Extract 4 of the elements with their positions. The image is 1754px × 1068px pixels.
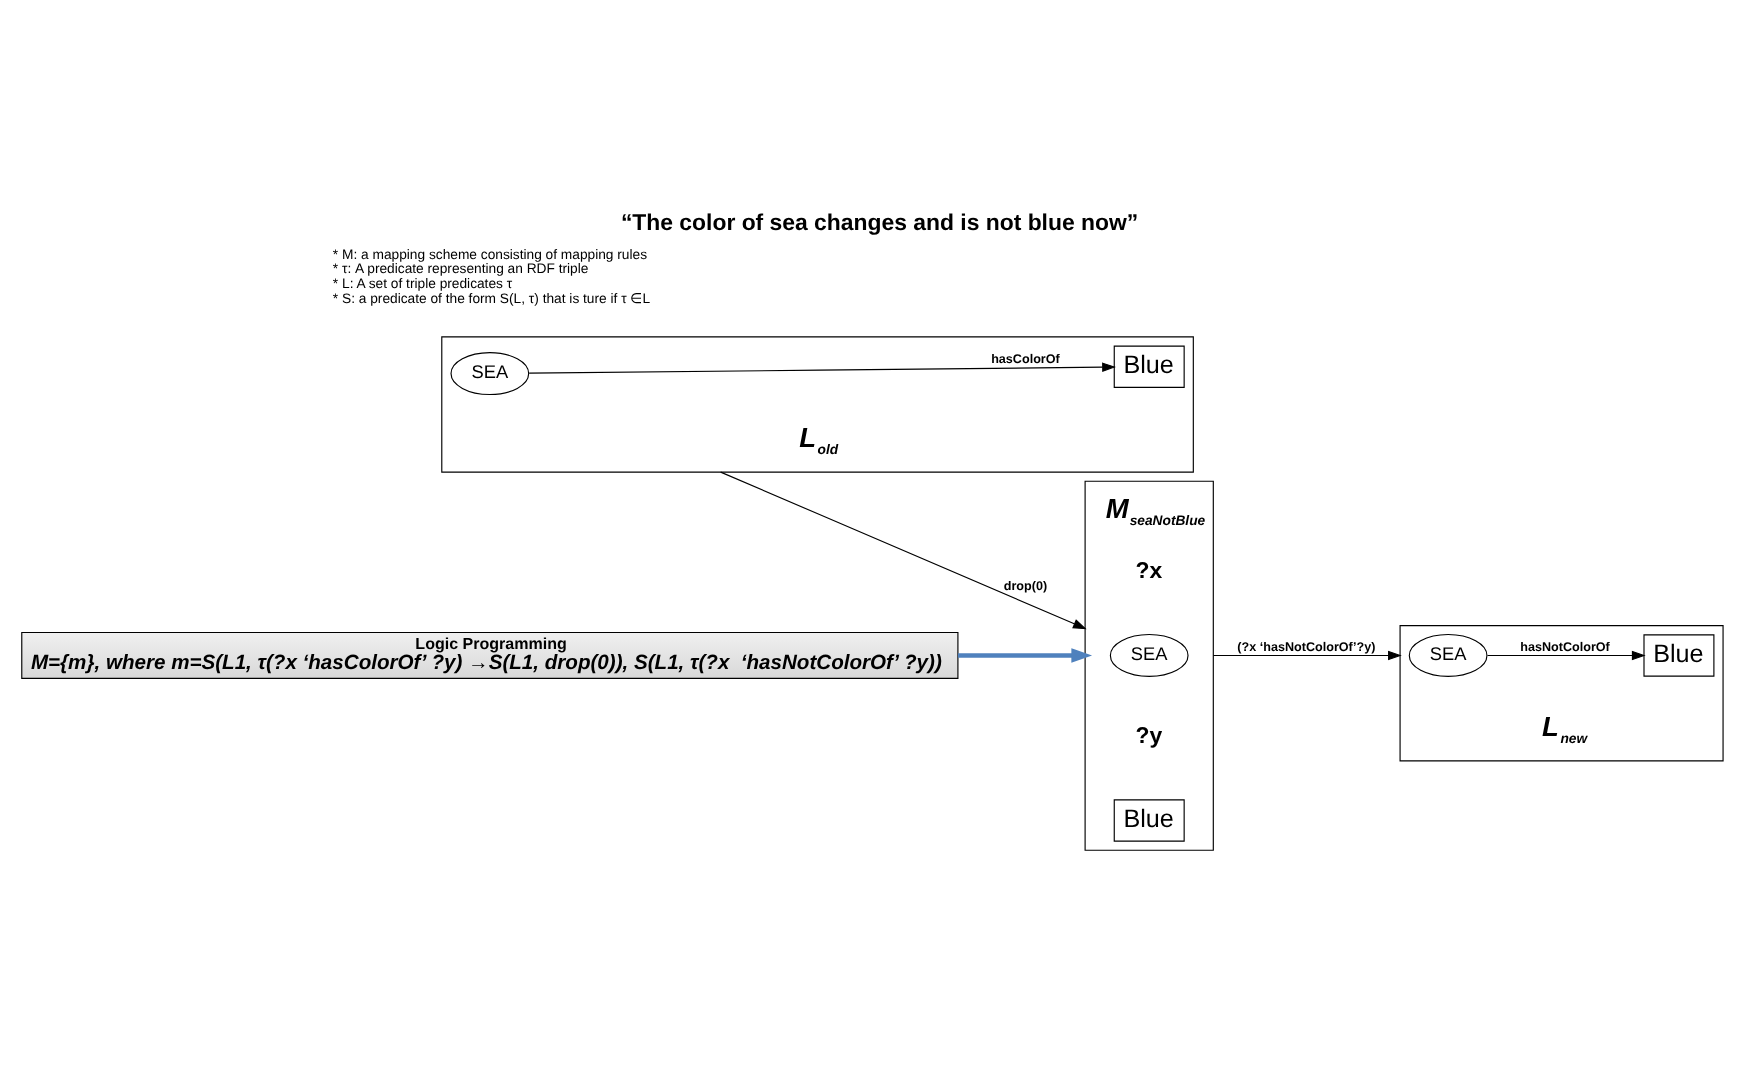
node-label: M$_{seaNotBlue}$ (1105, 494, 1206, 530)
node-label: ?y (1135, 724, 1163, 749)
diagram-title: “The color of sea changes and is not blue now” (620, 212, 1139, 237)
node-label: ?x (1135, 559, 1163, 584)
